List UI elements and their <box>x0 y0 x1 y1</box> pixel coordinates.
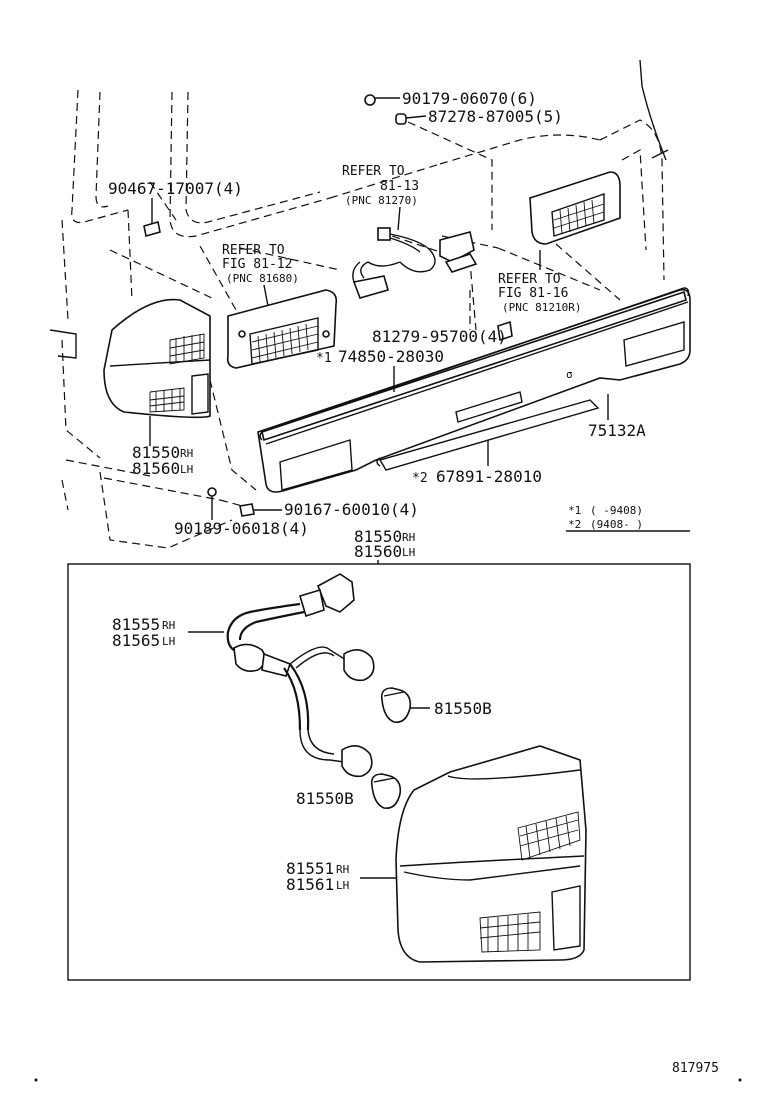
note2-value: (9408- ) <box>590 518 643 531</box>
clip-90179-icon <box>364 94 400 106</box>
note2-key: *2 <box>568 518 581 531</box>
part-74850-label: 74850-28030 <box>338 347 444 366</box>
lamp-lens-icon <box>395 745 587 963</box>
diagram-id: 817975 <box>672 1061 719 1076</box>
part-81550b-lower-label: 81550B <box>296 789 354 808</box>
lh-top-label: LH <box>180 463 193 476</box>
lh-561-label: LH <box>336 879 349 892</box>
part-81560-top-label: 81560 <box>132 459 180 478</box>
part-75132a-label: 75132A <box>588 421 646 440</box>
refer-81-13-line1: REFER TO <box>342 164 405 179</box>
refer-81-16-line3: (PNC 81210R) <box>502 301 581 314</box>
note1-value: ( -9408) <box>590 504 643 517</box>
refer-81-13-leader <box>397 206 401 231</box>
rh-box-label: RH <box>402 531 415 544</box>
corner-speck-icon <box>738 1078 742 1082</box>
part-81551-label: 81551 <box>286 859 334 878</box>
part-90179-label: 90179-06070(6) <box>402 89 537 108</box>
part-81550b-upper-label: 81550B <box>434 699 492 718</box>
svg-text:σ: σ <box>566 368 573 381</box>
backup-lamp-right-icon <box>529 171 621 245</box>
bulb-81550b-lower-icon <box>370 773 402 810</box>
body-corner-marks <box>49 59 669 359</box>
part-87278-label: 87278-87005(5) <box>428 107 563 126</box>
part-81565-label: 81565 <box>112 631 160 650</box>
garnish-panel-icon: σ <box>257 287 691 493</box>
part-90167-label: 90167-60010(4) <box>284 500 419 519</box>
part-90467-label: 90467-17007(4) <box>108 179 243 198</box>
refer-81-16-line2: FIG 81-16 <box>498 286 568 301</box>
moulding-strip-icon <box>261 290 687 442</box>
rh-555-label: RH <box>162 619 175 632</box>
star2-marker: *2 <box>412 471 428 486</box>
backup-lamp-left-icon <box>226 289 338 369</box>
exploded-view-box <box>67 563 691 981</box>
refer-81-13-line3: (PNC 81270) <box>345 194 418 207</box>
refer-81-12-leader <box>263 284 269 307</box>
star1-marker: *1 <box>316 351 332 366</box>
screw-90467-icon <box>143 198 161 238</box>
refer-81-12-line1: REFER TO <box>222 243 285 258</box>
refer-81-12-line3: (PNC 81680) <box>226 272 299 285</box>
rh-551-label: RH <box>336 863 349 876</box>
part-81555-label: 81555 <box>112 615 160 634</box>
part-81550-box-label: 81550 <box>354 527 402 546</box>
screw-90167-icon <box>239 503 282 517</box>
part-81560-box-label: 81560 <box>354 542 402 561</box>
part-81561-label: 81561 <box>286 875 334 894</box>
note1-key: *1 <box>568 504 581 517</box>
refer-81-12-line2: FIG 81-12 <box>222 257 292 272</box>
license-lamp-harness-icon <box>352 227 478 299</box>
clip-81279-icon <box>497 320 513 342</box>
nut-90189-icon <box>207 487 217 520</box>
rh-top-label: RH <box>180 447 193 460</box>
refer-81-13-line2: 81-13 <box>380 179 419 194</box>
bulb-81550b-upper-icon <box>380 687 430 724</box>
corner-speck-icon <box>34 1078 38 1082</box>
part-81550-top-label: 81550 <box>132 443 180 462</box>
grommet-87278-icon <box>395 113 427 125</box>
socket-wire-harness-icon <box>226 573 375 778</box>
part-81279-label: 81279-95700(4) <box>372 327 507 346</box>
lh-565-label: LH <box>162 635 175 648</box>
lh-box-label: LH <box>402 546 415 559</box>
refer-81-16-line1: REFER TO <box>498 272 561 287</box>
rear-combination-lamp-top-icon <box>103 298 211 419</box>
part-90189-label: 90189-06018(4) <box>174 519 309 538</box>
part-67891-label: 67891-28010 <box>436 467 542 486</box>
